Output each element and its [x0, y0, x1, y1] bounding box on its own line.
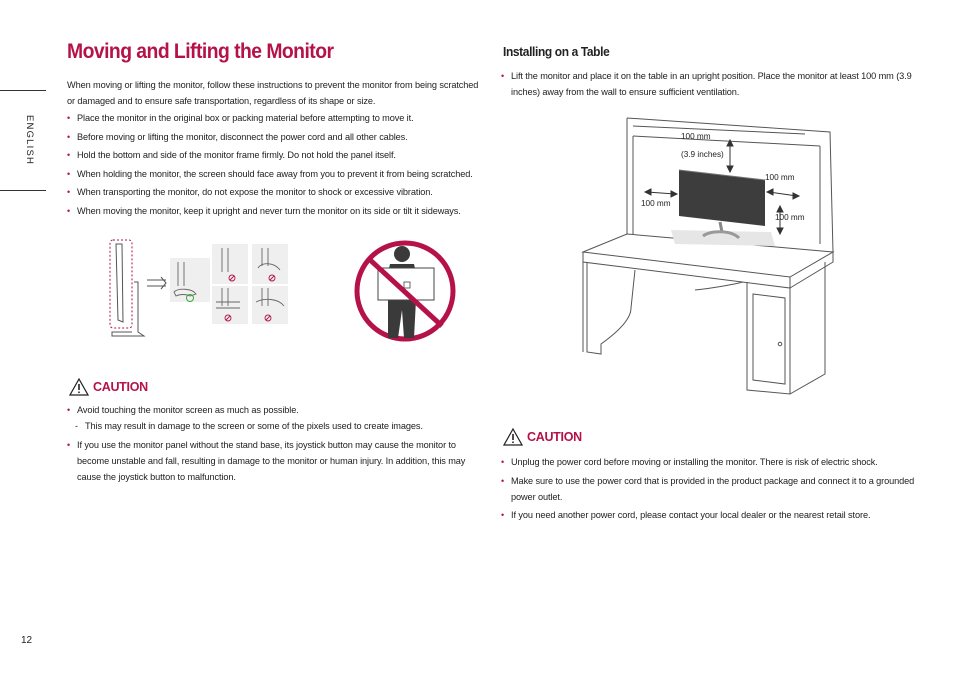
warning-icon — [69, 378, 89, 396]
prohibited-carry-illustration — [354, 240, 456, 342]
right-clearance-mm: 100 mm — [765, 173, 795, 182]
sidebar-rule-bottom — [0, 190, 46, 191]
caution-label: CAUTION — [527, 430, 582, 444]
list-subitem: This may result in damage to the screen … — [67, 418, 482, 434]
list-item: Hold the bottom and side of the monitor … — [67, 147, 482, 163]
sidebar-rule-top — [0, 90, 46, 91]
intro-paragraph: When moving or lifting the monitor, foll… — [67, 80, 479, 106]
list-item: When holding the monitor, the screen sho… — [67, 166, 482, 182]
page-number: 12 — [21, 635, 33, 646]
caution-header-right: CAUTION — [503, 428, 582, 446]
page-title: Moving and Lifting the Monitor — [67, 39, 334, 63]
moving-instructions-list: Place the monitor in the original box or… — [67, 110, 482, 219]
caution-list-right: Unplug the power cord before moving or i… — [501, 454, 921, 523]
rear-clearance-mm: 100 mm — [775, 213, 805, 222]
warning-icon — [503, 428, 523, 446]
list-item: Lift the monitor and place it on the tab… — [501, 68, 916, 100]
monitor-holding-illustration — [109, 239, 288, 337]
top-clearance-inches: (3.9 inches) — [681, 150, 724, 159]
list-item: Avoid touching the monitor screen as muc… — [67, 402, 482, 418]
list-item: When moving the monitor, keep it upright… — [67, 203, 482, 219]
caution-header-left: CAUTION — [69, 378, 148, 396]
list-item: If you use the monitor panel without the… — [67, 437, 482, 485]
list-item: Make sure to use the power cord that is … — [501, 473, 921, 505]
caution-label: CAUTION — [93, 380, 148, 394]
section-heading: Installing on a Table — [503, 44, 610, 59]
list-item: If you need another power cord, please c… — [501, 507, 921, 523]
list-item: Before moving or lifting the monitor, di… — [67, 129, 482, 145]
left-clearance-mm: 100 mm — [641, 199, 671, 208]
top-clearance-mm: 100 mm — [681, 132, 711, 141]
installing-list: Lift the monitor and place it on the tab… — [501, 68, 916, 100]
desk-clearance-diagram: 100 mm (3.9 inches) 100 mm 100 mm 100 mm — [581, 117, 835, 395]
language-tab: ENGLISH — [24, 115, 35, 166]
list-item: When transporting the monitor, do not ex… — [67, 184, 482, 200]
list-item: Unplug the power cord before moving or i… — [501, 454, 921, 470]
caution-list-left: Avoid touching the monitor screen as muc… — [67, 402, 482, 485]
list-item: Place the monitor in the original box or… — [67, 110, 482, 126]
